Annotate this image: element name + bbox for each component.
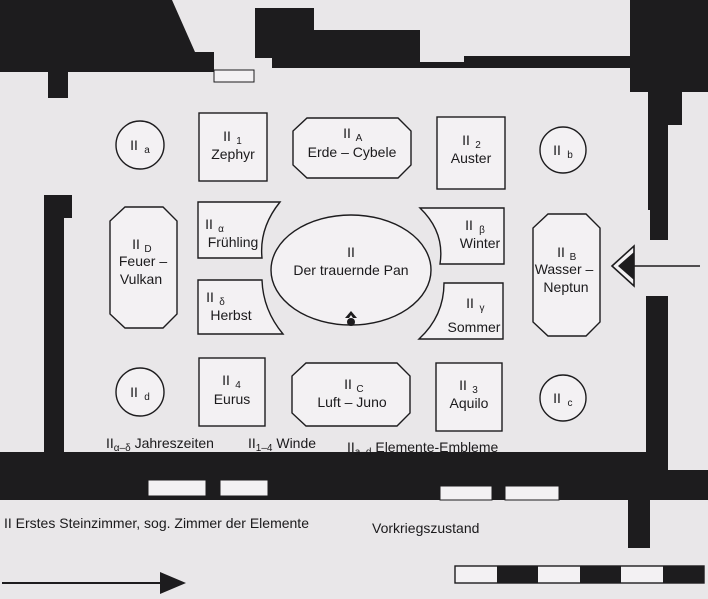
octagon-IIB: II B Wasser – Neptun	[532, 213, 601, 337]
bottom-step-1	[147, 479, 207, 497]
rect-II2: II 2 Auster	[436, 116, 506, 190]
wall-top-right	[630, 0, 708, 125]
svg-text:α: α	[218, 224, 224, 235]
svg-text:Eurus: Eurus	[214, 391, 251, 407]
circle-IIa: II a	[115, 120, 165, 170]
svg-text:Neptun: Neptun	[543, 279, 588, 295]
legend-elements: IIa–d Elemente-Embleme	[347, 439, 499, 458]
svg-text:γ: γ	[480, 303, 485, 314]
svg-text:II: II	[557, 244, 565, 260]
svg-text:II: II	[130, 137, 138, 153]
svg-text:Wasser –: Wasser –	[535, 261, 594, 277]
svg-text:II: II	[205, 216, 213, 232]
wall-left	[44, 195, 72, 452]
svg-text:B: B	[570, 252, 577, 263]
rect-II4: II 4 Eurus	[198, 357, 266, 427]
svg-text:c: c	[568, 398, 573, 409]
svg-text:Luft – Juno: Luft – Juno	[317, 394, 386, 410]
pan-statue-dot	[347, 318, 355, 326]
svg-text:A: A	[356, 133, 363, 144]
svg-text:4: 4	[235, 380, 241, 391]
thresholds	[147, 69, 560, 501]
svg-text:Frühling: Frühling	[208, 234, 259, 250]
circle-IId: II d	[115, 367, 165, 417]
svg-text:II: II	[553, 390, 561, 406]
top-door-step	[213, 69, 255, 83]
svg-text:Aquilo: Aquilo	[450, 395, 489, 411]
wall-right-upper	[648, 92, 668, 240]
svg-text:b: b	[567, 150, 573, 161]
svg-text:δ: δ	[219, 297, 225, 308]
season-IIdelta: II δ Herbst	[197, 279, 285, 335]
octagon-IIC: II C Luft – Juno	[291, 362, 411, 427]
center-label-2: Der trauernde Pan	[293, 262, 408, 278]
svg-text:Winter: Winter	[460, 235, 501, 251]
scale-bar	[454, 565, 705, 584]
svg-text:II: II	[462, 132, 470, 148]
rect-II3: II 3 Aquilo	[435, 362, 503, 432]
caption-title: II Erstes Steinzimmer, sog. Zimmer der E…	[4, 515, 309, 531]
svg-text:II: II	[459, 377, 467, 393]
wall-right-lower	[646, 296, 668, 452]
direction-arrow-bottom	[2, 572, 186, 594]
legend: IIα–δ Jahreszeiten II1–4 Winde IIa–d Ele…	[106, 435, 499, 458]
svg-text:Erde – Cybele: Erde – Cybele	[308, 144, 397, 160]
svg-text:II: II	[132, 236, 140, 252]
wall-top-middle	[255, 8, 630, 68]
svg-text:Auster: Auster	[451, 150, 492, 166]
svg-text:II: II	[343, 125, 351, 141]
svg-text:d: d	[144, 392, 150, 403]
svg-text:II: II	[465, 217, 473, 233]
svg-text:Zephyr: Zephyr	[211, 146, 255, 162]
entrance-arrow-right	[610, 244, 700, 288]
octagon-IID: II D Feuer – Vulkan	[109, 206, 178, 329]
caption-state: Vorkriegszustand	[372, 520, 479, 536]
svg-text:Vulkan: Vulkan	[120, 271, 162, 287]
svg-text:2: 2	[475, 140, 481, 151]
wall-top-pier	[255, 8, 314, 58]
legend-winds: II1–4 Winde	[248, 435, 316, 454]
season-IIbeta: II β Winter	[418, 207, 505, 265]
center-oval: II Der trauernde Pan	[270, 214, 432, 326]
svg-text:Feuer –: Feuer –	[119, 253, 167, 269]
svg-text:II: II	[223, 128, 231, 144]
bottom-step-4	[504, 485, 560, 501]
bottom-step-2	[219, 479, 269, 497]
pan-statue-marker	[345, 311, 357, 318]
svg-text:Herbst: Herbst	[210, 307, 251, 323]
svg-text:a: a	[144, 145, 150, 156]
octagon-IIA: II A Erde – Cybele	[292, 117, 412, 179]
season-IIgamma: II γ Sommer	[417, 282, 504, 340]
circle-IIb: II b	[539, 126, 587, 174]
walls	[0, 0, 708, 548]
svg-text:3: 3	[472, 385, 478, 396]
bottom-step-3	[439, 485, 493, 501]
svg-text:β: β	[479, 225, 485, 236]
svg-text:II: II	[130, 384, 138, 400]
svg-text:1: 1	[236, 136, 242, 147]
svg-text:II: II	[553, 142, 561, 158]
legend-seasons: IIα–δ Jahreszeiten	[106, 435, 214, 454]
rect-II1: II 1 Zephyr	[198, 112, 268, 182]
circle-IIc: II c	[539, 374, 587, 422]
svg-text:C: C	[356, 384, 363, 395]
season-IIalpha: II α Frühling	[197, 201, 282, 259]
svg-text:II: II	[466, 295, 474, 311]
svg-text:II: II	[206, 289, 214, 305]
wall-top-left	[0, 0, 214, 98]
svg-text:II: II	[344, 376, 352, 392]
center-label-1: II	[347, 244, 355, 260]
svg-text:II: II	[222, 372, 230, 388]
wall-bottom	[0, 452, 708, 548]
svg-text:Sommer: Sommer	[448, 319, 501, 335]
svg-text:D: D	[144, 244, 151, 255]
